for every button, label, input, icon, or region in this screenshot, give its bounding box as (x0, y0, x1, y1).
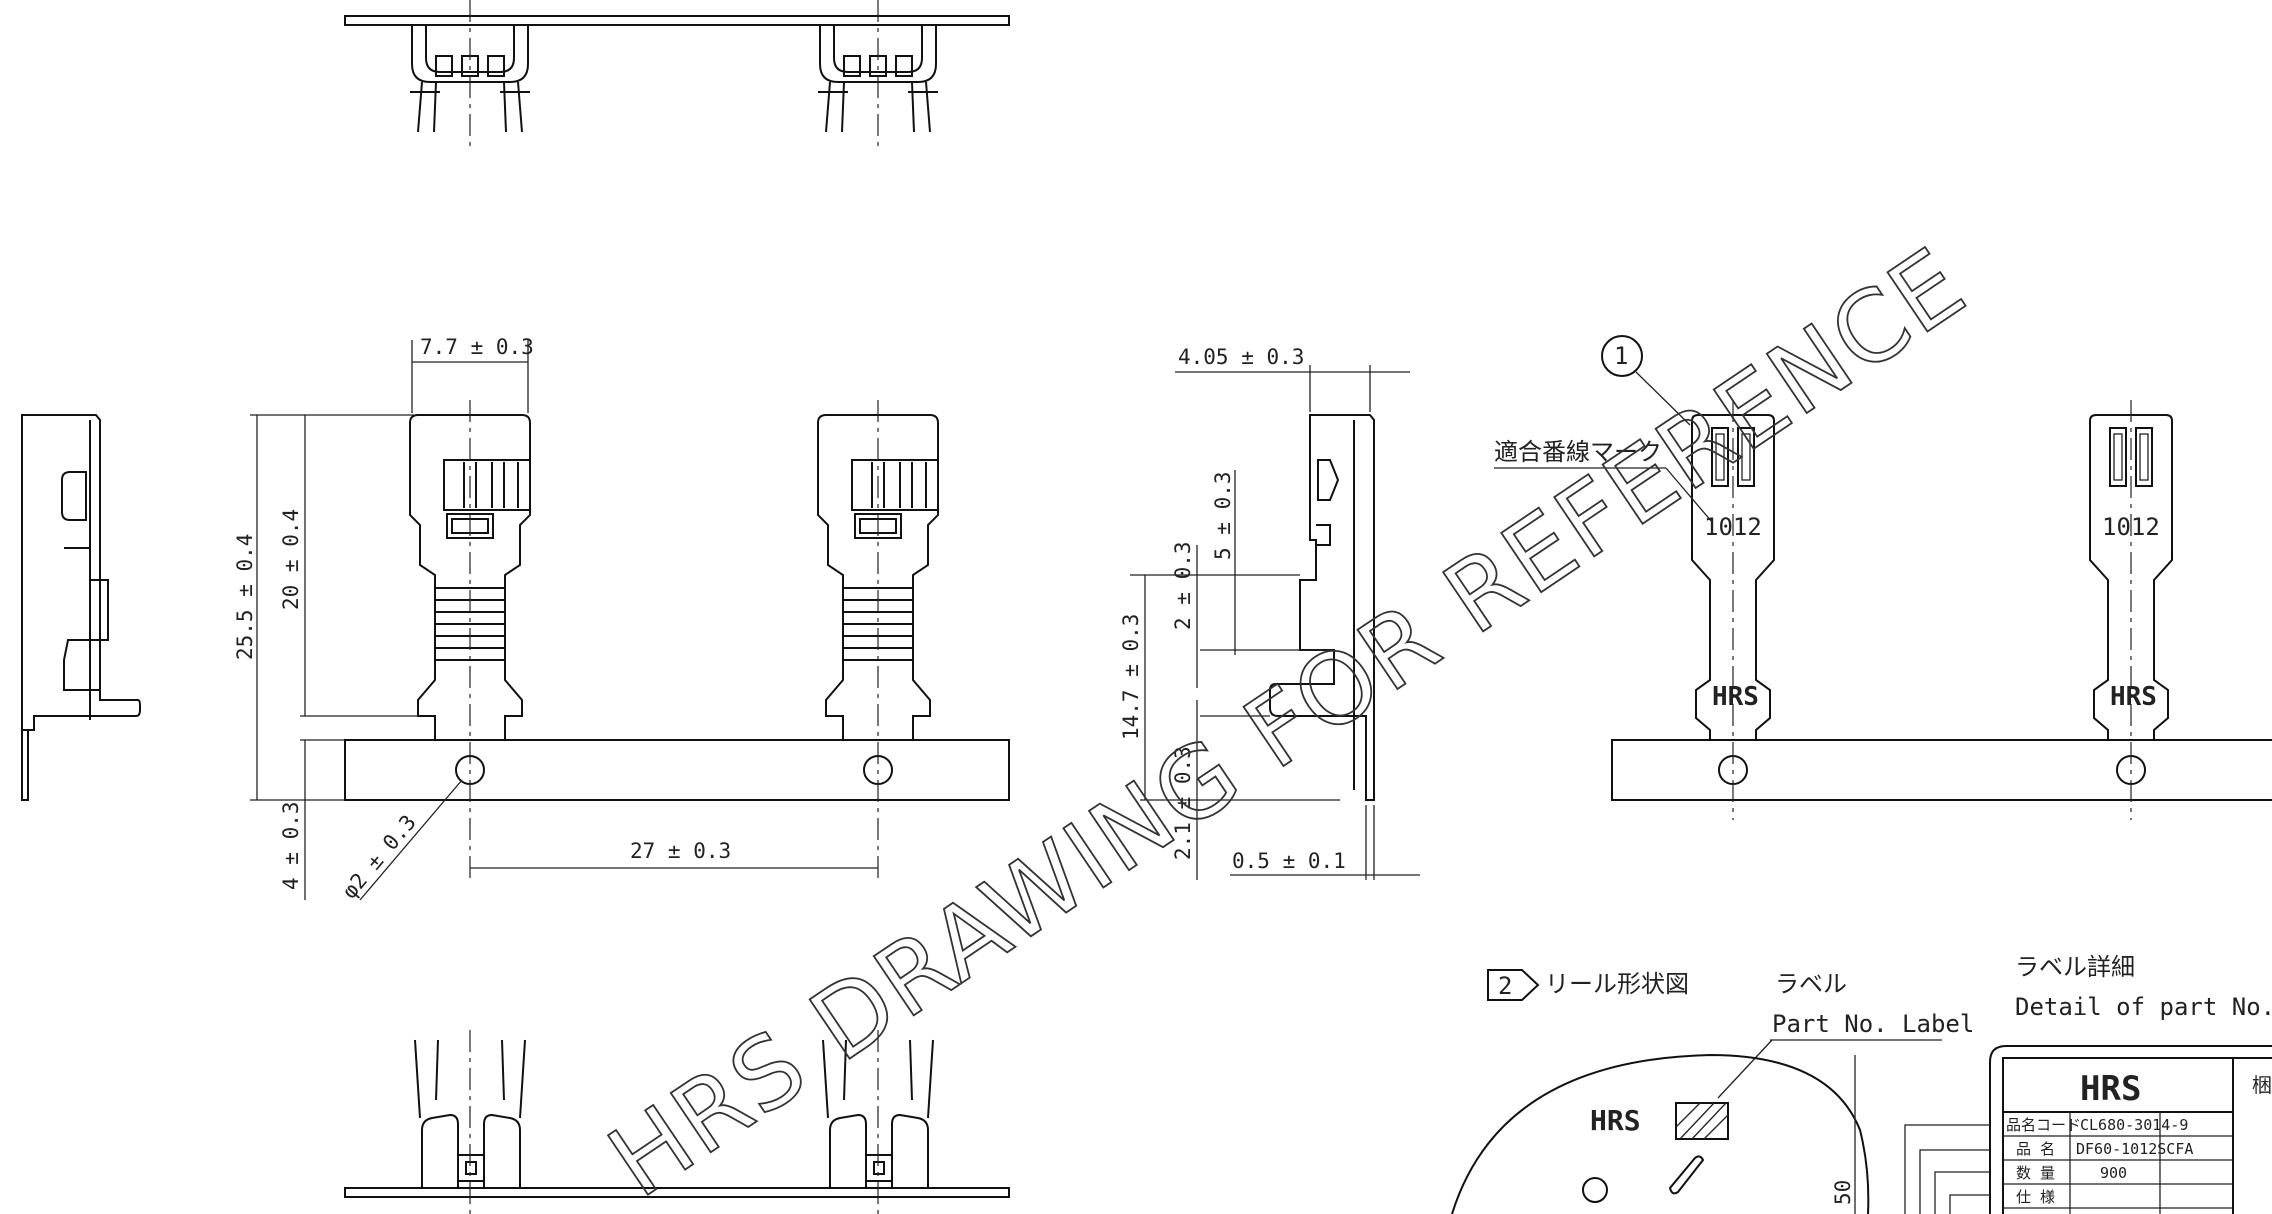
front-view (344, 400, 1010, 880)
reel-outline (1451, 1053, 1870, 1214)
top-view (344, 0, 1010, 150)
label-row-value: 900 (2100, 1164, 2127, 1182)
terminal-logo-2: HRS (2110, 682, 2157, 712)
dim-tab-c: 2.1 ± 0.3 (1171, 746, 1195, 860)
reel-section-title: リール形状図 (1545, 970, 1689, 998)
reel-section: 2 リール形状図 ラベル Part No. Label HRS 50 (1451, 969, 1974, 1214)
label-row-key: 数 量 (2016, 1164, 2055, 1182)
label-row-key: 品名コード (2006, 1116, 2081, 1134)
dim-height-total: 25.5 ± 0.4 (233, 534, 257, 660)
dim-carrier-height: 4 ± 0.3 (279, 801, 303, 890)
dim-side-height: 14.7 ± 0.3 (1119, 614, 1143, 740)
dim-hole-diameter: φ2 ± 0.3 (337, 810, 420, 903)
front-view-dimensions: 7.7 ± 0.3 25.5 ± 0.4 20 ± 0.4 4 ± 0.3 φ2… (233, 335, 878, 903)
reel-label-en: Part No. Label (1772, 1010, 1974, 1038)
dim-width-top: 7.7 ± 0.3 (420, 335, 534, 359)
reference-watermark: HRS DRAWING FOR REFERENCE (590, 227, 1986, 1214)
dim-thickness: 0.5 ± 0.1 (1232, 849, 1346, 873)
dim-tab-b: 2 ± 0.3 (1171, 541, 1195, 630)
label-row-key: 仕 様 (2016, 1188, 2055, 1206)
reel-dim: 50 (1831, 1180, 1855, 1205)
wire-mark-label: 適合番線マーク (1494, 438, 1662, 466)
label-detail-title-jp: ラベル詳細 (2015, 953, 2135, 981)
label-row-value: DF60-1012SCFA (2076, 1140, 2193, 1158)
dim-height-terminal: 20 ± 0.4 (279, 509, 303, 610)
bottom-view (344, 1030, 1010, 1214)
label-row-value: CL680-3014-9 (2080, 1116, 2188, 1134)
terminal-logo-1: HRS (1712, 682, 1759, 712)
marked-view: 1012 HRS 1012 HRS 1 適合番線マーク (1494, 335, 2272, 820)
section-flag (1487, 969, 1540, 1001)
dim-pitch: 27 ± 0.3 (630, 839, 731, 863)
dim-tab-a: 5 ± 0.3 (1211, 471, 1235, 560)
reel-section-number: 2 (1498, 972, 1512, 1000)
label-row-key: 品 名 (2016, 1140, 2055, 1158)
side-view-dimensions: 4.05 ± 0.3 5 ± 0.3 2 ± 0.3 14.7 ± 0.3 2.… (1119, 345, 1420, 880)
item-number-balloon (1601, 335, 1643, 377)
reel-logo: HRS (1590, 1104, 1641, 1137)
label-detail: ラベル詳細 Detail of part No. La HRS 梱 品名コード … (1904, 953, 2272, 1214)
dim-side-width: 4.05 ± 0.3 (1178, 345, 1304, 369)
label-logo: HRS (2080, 1069, 2141, 1109)
label-detail-title-en: Detail of part No. La (2015, 993, 2272, 1021)
left-side-view (21, 414, 141, 801)
item-number: 1 (1614, 342, 1628, 370)
reel-label-jp: ラベル (1775, 970, 1847, 998)
label-side-char: 梱 (2252, 1073, 2272, 1097)
